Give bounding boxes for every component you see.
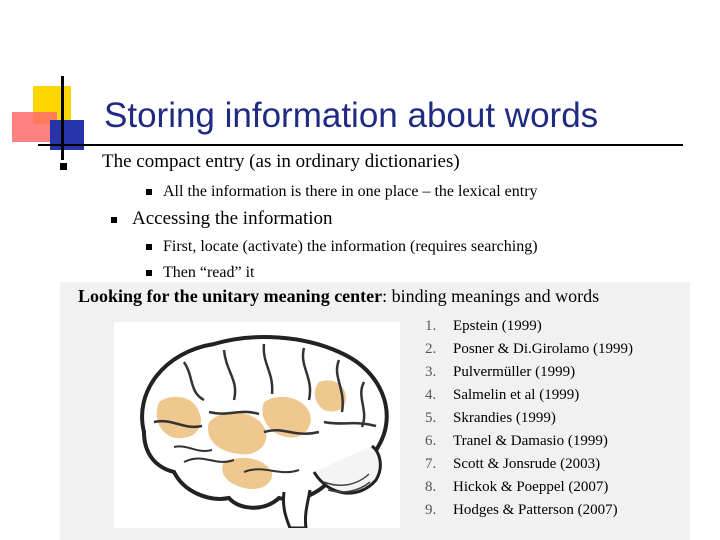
- bullet-square-icon: [146, 270, 152, 276]
- bullet-accessing-sub1: First, locate (activate) the information…: [163, 238, 538, 255]
- reference-text: Hodges & Patterson (2007): [453, 502, 618, 518]
- reference-item: 4. Salmelin et al (1999): [425, 385, 633, 408]
- bullet-square-icon: [60, 163, 67, 170]
- bullet-square-icon: [146, 244, 152, 250]
- reference-number: 8.: [425, 479, 437, 495]
- brain-image: [114, 322, 400, 530]
- reference-item: 9. Hodges & Patterson (2007): [425, 500, 633, 523]
- bullet-compact-entry-sub: All the information is there in one plac…: [163, 183, 538, 200]
- reference-number: 5.: [425, 410, 437, 426]
- brain-icon: [140, 335, 389, 530]
- reference-text: Skrandies (1999): [453, 410, 556, 426]
- reference-item: 6. Tranel & Damasio (1999): [425, 431, 633, 454]
- reference-text: Scott & Jonsrude (2003): [453, 456, 601, 472]
- bullet-square-icon: [111, 217, 117, 223]
- deco-square-red: [12, 112, 57, 142]
- reference-number: 4.: [425, 387, 437, 403]
- reference-text: Pulvermüller (1999): [453, 364, 576, 380]
- title-underline: [38, 144, 683, 146]
- bullet-accessing-sub2: Then “read” it: [163, 264, 255, 281]
- reference-item: 3. Pulvermüller (1999): [425, 362, 633, 385]
- bullet-compact-entry: The compact entry (as in ordinary dictio…: [102, 151, 460, 172]
- reference-text: Posner & Di.Girolamo (1999): [453, 341, 633, 357]
- reference-number: 3.: [425, 364, 437, 380]
- bullet-square-icon: [146, 189, 152, 195]
- bullet-accessing: Accessing the information: [132, 208, 333, 229]
- reference-number: 7.: [425, 456, 437, 472]
- slide-title: Storing information about words: [104, 96, 599, 135]
- reference-text: Epstein (1999): [453, 318, 542, 334]
- reference-item: 2. Posner & Di.Girolamo (1999): [425, 339, 633, 362]
- references-list: 1. Epstein (1999) 2. Posner & Di.Girolamo (…: [425, 316, 633, 523]
- reference-text: Hickok & Poeppel (2007): [453, 479, 609, 495]
- reference-number: 6.: [425, 433, 437, 449]
- deco-vertical-line: [61, 76, 64, 160]
- reference-number: 9.: [425, 502, 437, 518]
- reference-item: 7. Scott & Jonsrude (2003): [425, 454, 633, 477]
- reference-item: 8. Hickok & Poeppel (2007): [425, 477, 633, 500]
- reference-number: 2.: [425, 341, 437, 357]
- reference-item: 5. Skrandies (1999): [425, 408, 633, 431]
- reference-number: 1.: [425, 318, 437, 334]
- reference-text: Salmelin et al (1999): [453, 387, 580, 403]
- reference-item: 1. Epstein (1999): [425, 316, 633, 339]
- panel-title: Looking for the unitary meaning center: …: [78, 286, 599, 307]
- panel-title-rest: : binding meanings and words: [382, 286, 600, 306]
- reference-text: Tranel & Damasio (1999): [453, 433, 608, 449]
- panel-title-bold: Looking for the unitary meaning center: [78, 286, 383, 306]
